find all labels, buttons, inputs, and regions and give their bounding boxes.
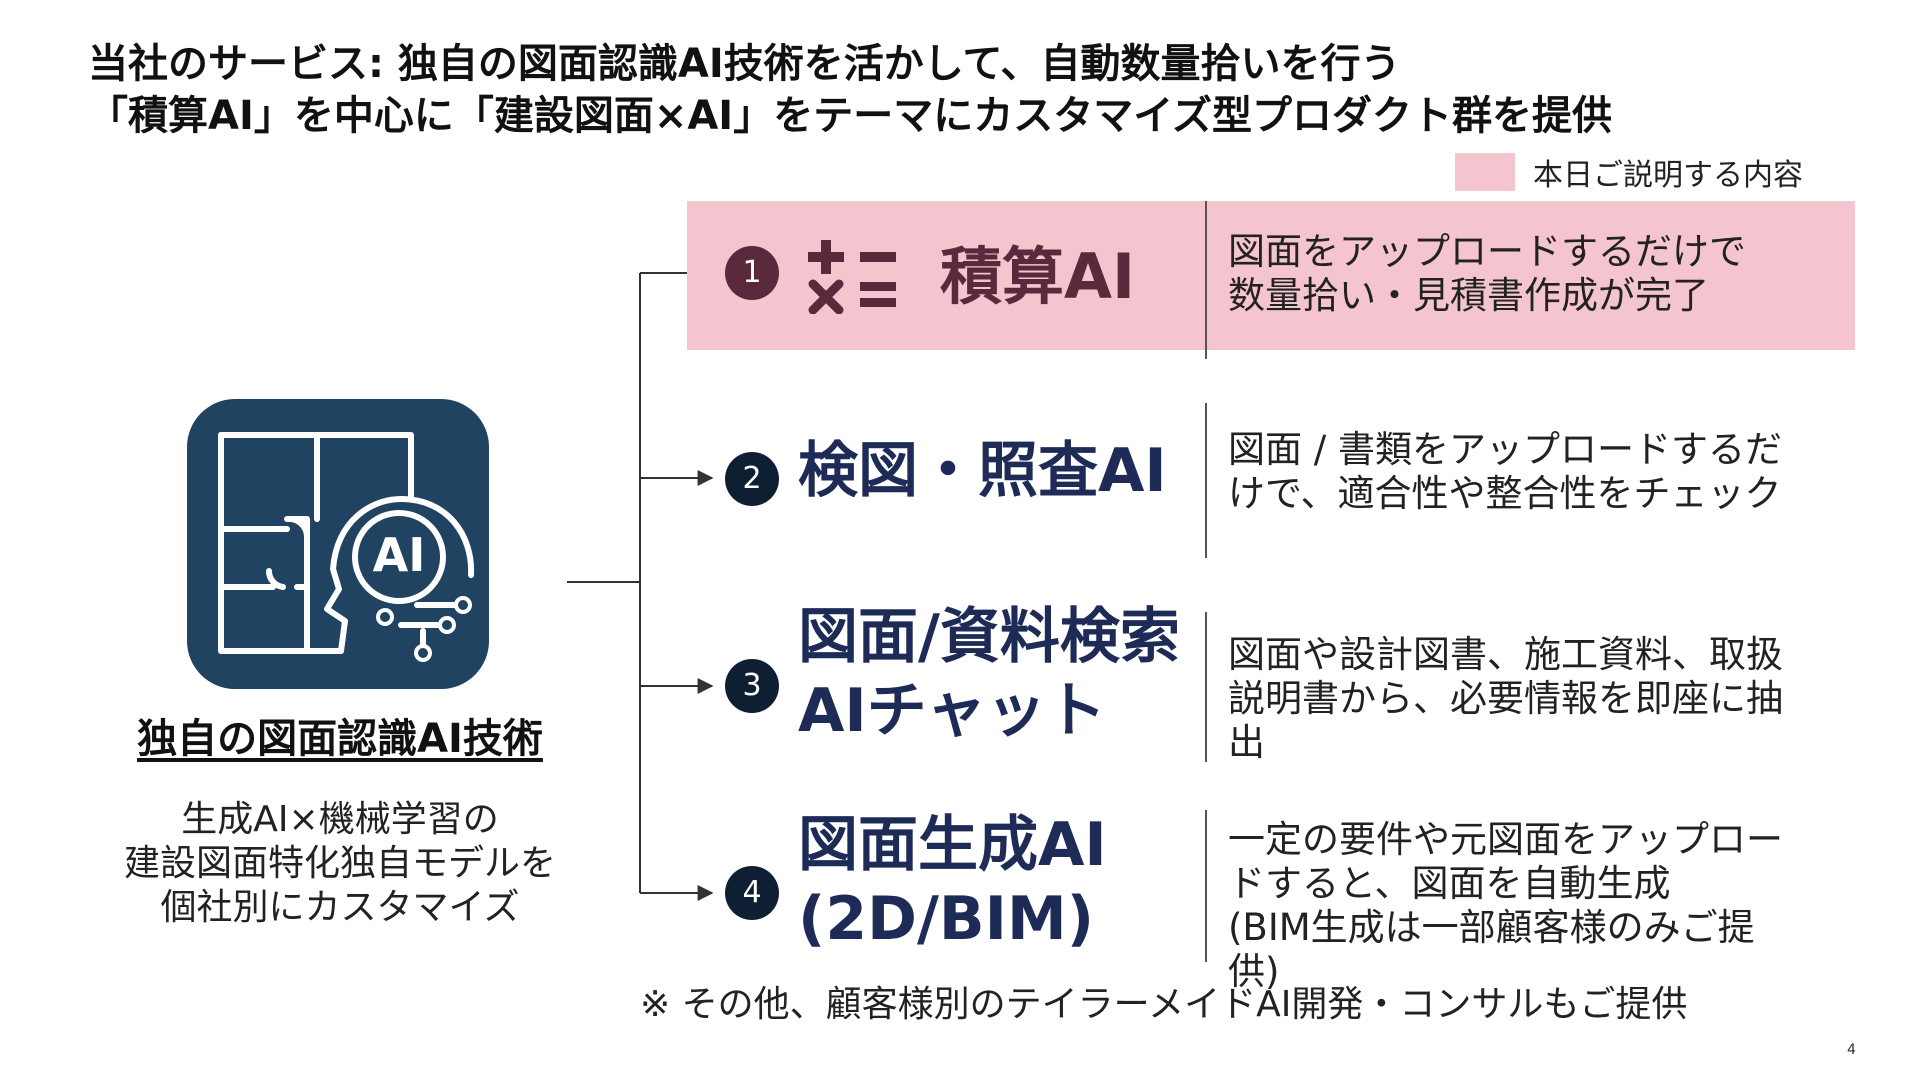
service-4-number: 4 — [725, 866, 779, 920]
service-4-description-line: ドすると、図面を自動生成 — [1228, 862, 1671, 905]
technology-logo: AI — [187, 399, 489, 689]
service-2-number: 2 — [725, 452, 779, 506]
service-3-name-line: AIチャット — [798, 676, 1107, 746]
floorplan-ai-head-icon: AI — [218, 432, 475, 662]
service-3-name-line: 図面/資料検索 — [798, 602, 1180, 672]
legend-swatch — [1455, 153, 1515, 191]
service-4-description-line: 一定の要件や元図面をアップロー — [1228, 818, 1783, 861]
service-1-description: 図面をアップロードするだけで 数量拾い・見積書作成が完了 — [1228, 230, 1746, 318]
service-4-name: 図面生成AI (2D/BIM) — [798, 808, 1107, 956]
legend: 本日ご説明する内容 — [1455, 150, 1803, 194]
service-1-separator — [1205, 201, 1207, 359]
service-2-separator — [1205, 403, 1207, 558]
service-2-description-line: 図面 / 書類をアップロードするだ — [1228, 428, 1782, 471]
service-1-description-line: 図面をアップロードするだけで — [1228, 230, 1746, 273]
service-1-description-line: 数量拾い・見積書作成が完了 — [1228, 274, 1709, 317]
service-3-description: 図面や設計図書、施工資料、取扱 説明書から、必要情報を即座に抽 出 — [1228, 633, 1783, 765]
page-number: 4 — [1847, 1042, 1856, 1058]
service-4-description-line: 供) — [1228, 950, 1280, 993]
technology-label: 独自の図面認識AI技術 — [137, 716, 543, 762]
service-3-number: 3 — [725, 659, 779, 713]
service-3-description-line: 出 — [1228, 721, 1265, 764]
service-3-description-line: 図面や設計図書、施工資料、取扱 — [1228, 633, 1783, 676]
technology-description-line: 個社別にカスタマイズ — [160, 887, 520, 928]
logo-ai-text: AI — [373, 528, 426, 582]
technology-description-line: 生成AI×機械学習の — [181, 799, 499, 840]
service-3-description-line: 説明書から、必要情報を即座に抽 — [1228, 677, 1783, 720]
technology-description: 生成AI×機械学習の 建設図面特化独自モデルを 個社別にカスタマイズ — [70, 798, 610, 930]
page-title: 当社のサービス: 独自の図面認識AI技術を活かして、自動数量拾いを行う 「積算A… — [88, 38, 1612, 142]
service-4-name-line: 図面生成AI — [798, 810, 1107, 880]
service-2-description: 図面 / 書類をアップロードするだ けで、適合性や整合性をチェック — [1228, 428, 1782, 516]
service-2-name: 検図・照査AI — [798, 436, 1167, 506]
highlight-band — [687, 201, 1855, 350]
footnote: ※ その他、顧客様別のテイラーメイドAI開発・コンサルもご提供 — [640, 984, 1688, 1025]
legend-label: 本日ご説明する内容 — [1533, 158, 1803, 193]
service-3-name: 図面/資料検索 AIチャット — [798, 600, 1180, 748]
title-line-2: 「積算AI」を中心に「建設図面×AI」をテーマにカスタマイズ型プロダクト群を提供 — [88, 93, 1612, 139]
service-4-description: 一定の要件や元図面をアップロー ドすると、図面を自動生成 (BIM生成は一部顧客… — [1228, 818, 1783, 994]
service-1-number: 1 — [725, 246, 779, 300]
service-1-name: 積算AI — [940, 240, 1136, 313]
service-2-description-line: けで、適合性や整合性をチェック — [1228, 472, 1782, 515]
service-4-description-line: (BIM生成は一部顧客様のみご提 — [1228, 906, 1755, 949]
technology-description-line: 建設図面特化独自モデルを — [123, 843, 556, 884]
title-line-1: 当社のサービス: 独自の図面認識AI技術を活かして、自動数量拾いを行う — [88, 41, 1401, 87]
service-3-separator — [1205, 612, 1207, 762]
calculator-icon — [808, 240, 896, 314]
service-4-name-line: (2D/BIM) — [798, 884, 1095, 954]
service-4-separator — [1205, 810, 1207, 962]
